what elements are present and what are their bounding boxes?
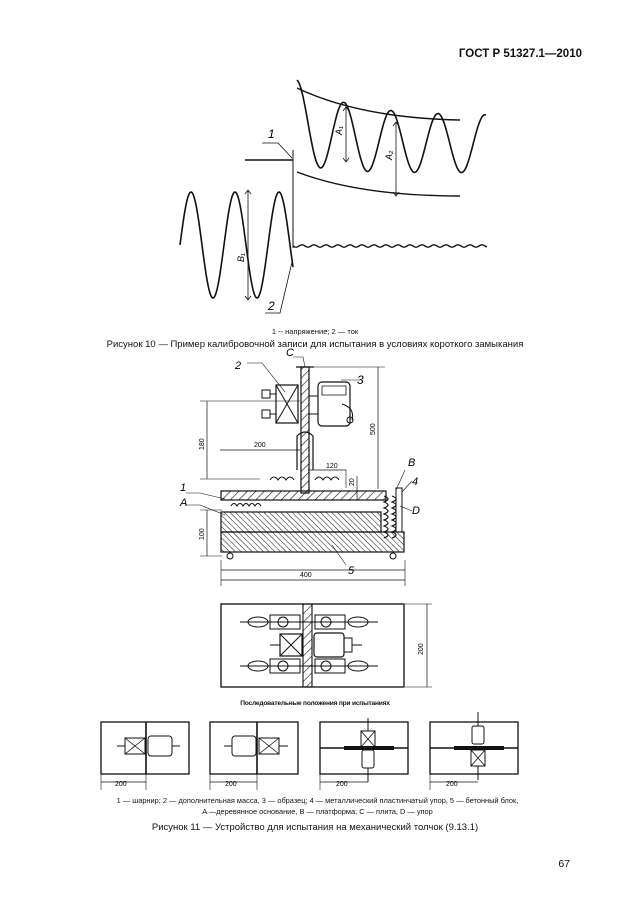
dim-180: 180 [199,438,206,450]
wooden-base-a [220,511,382,533]
voltage-wave [296,79,487,174]
label-stop-d: D [412,505,420,517]
label-specimen-3: 3 [357,373,364,387]
label-1: 1 [268,127,275,141]
additional-mass [275,384,299,424]
page-number: 67 [558,858,570,870]
label-mass-2: 2 [234,360,241,372]
figure11-legend: 1 — шарнир; 2 — дополнительная масса, 3 … [55,795,580,817]
label-a2: A₂ [384,150,394,161]
seq-dim-4: 200 [446,781,458,788]
figure11-caption: Рисунок 11 — Устройство для испытания на… [151,822,479,833]
label-block-5: 5 [348,565,355,577]
dim-400: 400 [300,572,312,579]
sequence-positions [100,712,519,790]
leader-1 [262,142,293,159]
figure11-plan-view [220,603,432,688]
figure10-caption: Рисунок 10 — Пример калибровочной записи… [106,339,524,350]
dim-200: 200 [254,442,266,449]
seq-dim-2: 200 [225,781,237,788]
figure10-oscillogram [179,79,488,314]
label-stop-4: 4 [412,476,418,488]
standard-code-header: ГОСТ Р 51327.1—2010 [458,48,582,60]
dim-20: 20 [349,478,356,486]
figure10-legend: 1 -- напряжение; 2 — ток [271,327,359,336]
seq-dim-1: 200 [115,781,127,788]
platform-b [220,490,387,501]
seq-dim-3: 200 [336,781,348,788]
leader-2 [265,261,293,314]
label-hinge-1: 1 [180,482,186,494]
concrete-block [220,531,405,553]
envelope-upper [296,87,461,121]
specimen [317,381,351,427]
dim-200-plan: 200 [418,643,425,655]
current-wave [179,191,294,299]
sequence-title: Последовательные положения при испытания… [240,700,390,707]
stop-d [382,495,389,539]
label-plate-c: C [286,347,294,359]
hinge-1 [230,503,262,507]
metal-stop [395,487,403,533]
label-a1: A₁ [334,126,344,136]
figure11-legend-line1: 1 — шарнир; 2 — дополнительная масса, 3 … [116,796,519,805]
figure11-legend-line2: A —деревянное основание, B — платформа; … [202,807,433,816]
label-base-a: A [179,497,187,509]
current-flat-trace [292,244,488,248]
envelope-lower [296,171,461,197]
label-b1: B₁ [236,253,246,262]
dim-500: 500 [370,423,377,435]
dim-100: 100 [199,528,206,540]
label-2: 2 [267,299,275,313]
figure11-side-view [186,356,413,586]
dim-120: 120 [326,463,338,470]
label-platform-b: B [408,457,415,469]
plate-c [300,366,310,494]
